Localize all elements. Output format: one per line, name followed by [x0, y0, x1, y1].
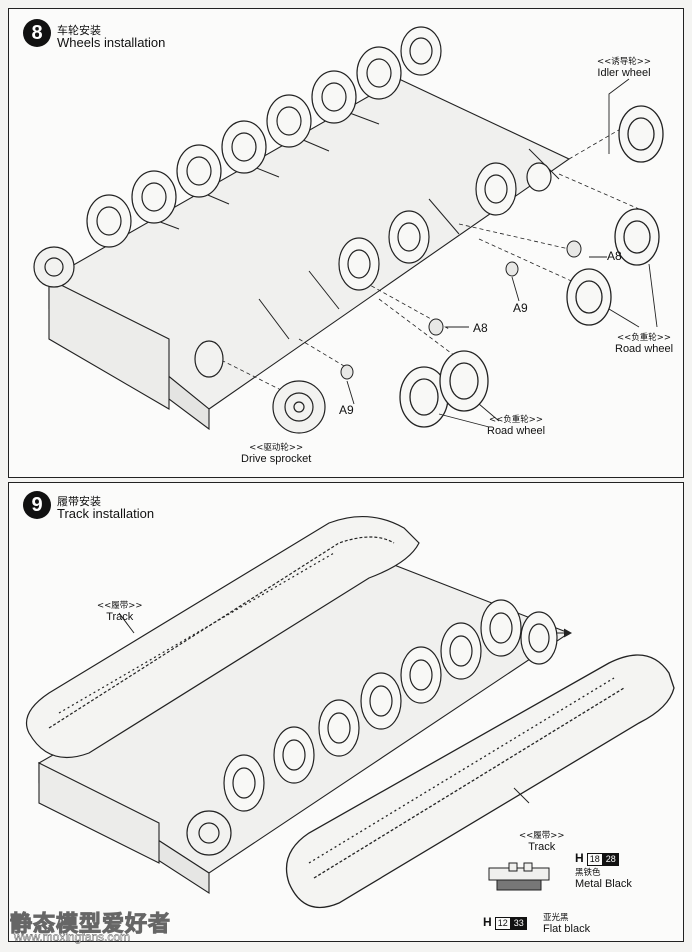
paint-code-box-dark: 33 — [510, 916, 527, 930]
paint-name-flat-black: 亚光黑 Flat black — [543, 911, 590, 935]
part-label: A8 — [473, 321, 488, 335]
road-wheel-label-right: <<负重轮>> Road wheel — [615, 331, 673, 355]
track-top-en: Track — [106, 611, 134, 623]
road-wheel-right-cn: <<负重轮>> — [617, 333, 672, 343]
paint-code-box-dark: 28 — [602, 852, 619, 866]
idler-wheel-label-en: Idler wheel — [597, 67, 651, 79]
paint-code-letter: H — [483, 915, 492, 929]
watermark-text: 静态模型爱好者 — [9, 912, 172, 938]
paint-name-en: Flat black — [543, 923, 591, 935]
road-wheel-bottom-cn: <<负重轮>> — [489, 415, 544, 425]
track-bottom-cn: <<履带>> — [519, 831, 565, 841]
paint-code-letter: H — [575, 851, 584, 865]
wheels-installation-drawing — [33, 26, 664, 434]
paint-name-en: Metal Black — [575, 877, 632, 890]
paint-code-box: 12 — [494, 916, 511, 930]
idler-wheel-label-cn: <<诱导轮>> — [597, 57, 651, 67]
step-title-cn: 车轮安装 — [57, 24, 101, 37]
paint-name-cn: 黑铁色 — [575, 867, 601, 878]
road-wheel-bottom-en: Road wheel — [487, 425, 546, 437]
step-title-cn: 履带安装 — [57, 495, 101, 508]
road-wheel-right-en: Road wheel — [615, 343, 674, 355]
track-installation-drawing — [25, 515, 675, 909]
paint-code-box: 18 — [586, 852, 603, 866]
paint-name-cn: 亚光黑 — [543, 913, 569, 923]
drive-sprocket-en: Drive sprocket — [241, 453, 312, 465]
step-9-panel: 9 履带安装 Track installation <<履带>> Track <… — [8, 482, 684, 942]
track-label-bottom: <<履带>> Track — [519, 829, 565, 853]
drive-sprocket-cn: <<驱动轮>> — [249, 443, 304, 453]
part-label: A8 — [607, 249, 622, 263]
watermark-url: www.moxingfans.com — [14, 930, 131, 944]
step-title-en: Wheels installation — [57, 35, 166, 50]
track-top-cn: <<履带>> — [97, 601, 143, 611]
part-label: A9 — [339, 403, 354, 417]
track-bottom-en: Track — [528, 841, 556, 853]
road-wheel-label-bottom: <<负重轮>> Road wheel — [487, 413, 545, 437]
track-label-top: <<履带>> Track — [97, 599, 143, 623]
idler-wheel-label: <<诱导轮>> Idler wheel — [597, 55, 651, 79]
step-title-en: Track installation — [57, 506, 155, 521]
step-number-badge: 8 — [23, 19, 51, 47]
drive-sprocket-label: <<驱动轮>> Drive sprocket — [241, 441, 311, 465]
part-label: A9 — [513, 301, 528, 315]
step-8-panel: 8 车轮安装 Wheels installation <<诱导轮>> Idler… — [8, 8, 684, 478]
step-number-badge: 9 — [23, 491, 51, 519]
